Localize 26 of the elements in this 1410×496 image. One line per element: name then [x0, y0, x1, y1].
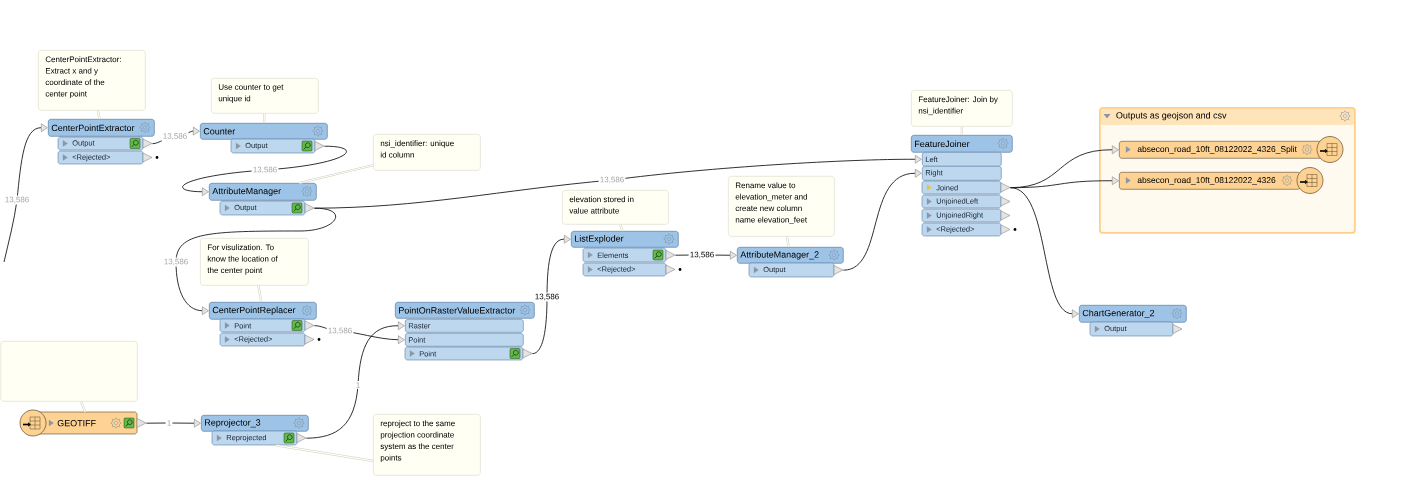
leader-line [257, 285, 263, 303]
connector [531, 234, 571, 355]
leader-line [785, 236, 790, 248]
transformer-box: AttributeManager_2 [737, 247, 844, 264]
connector [305, 321, 405, 439]
transformer-box: Counter [200, 123, 328, 140]
connector [3, 123, 48, 263]
leader-line [298, 164, 374, 185]
transformer-box: Reprojector_3 [201, 415, 309, 432]
transformer-box: FeatureJoiner [911, 135, 1013, 153]
leader-line [262, 113, 266, 124]
transformer-box: AttributeManager [209, 183, 317, 201]
leader-line [96, 110, 101, 120]
connector [145, 418, 201, 428]
connector [182, 145, 347, 197]
connector [175, 207, 337, 316]
note-box [0, 341, 138, 402]
transformer-box: ListExploder [571, 231, 679, 248]
leader-line [275, 444, 374, 462]
transformer-box: CenterPointExtractor [48, 119, 155, 137]
leader-line [619, 224, 624, 232]
leader-line [960, 126, 963, 136]
connector [842, 168, 922, 271]
transformer-box: PointOnRasterValueExtractor [395, 302, 535, 319]
connector [1009, 187, 1079, 319]
leader-line [80, 401, 87, 413]
